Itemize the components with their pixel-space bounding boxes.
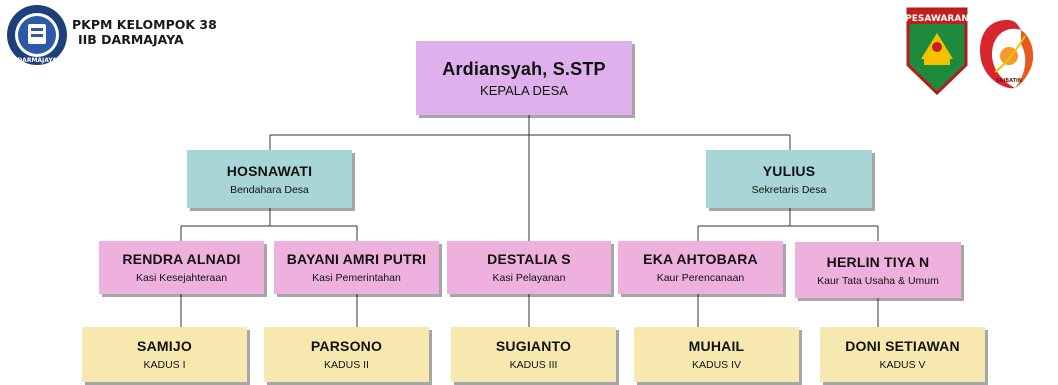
head-role: KEPALA DESA [480, 82, 568, 98]
dusun-name: DONI SETIAWAN [845, 338, 960, 354]
university-logo-text: DARMAJAYA [17, 57, 57, 64]
section-name: EKA AHTOBARA [643, 251, 758, 267]
head-box: Ardiansyah, S.STP KEPALA DESA [416, 41, 632, 115]
dusun-role: KADUS IV [691, 359, 741, 371]
head-name: Ardiansyah, S.STP [442, 58, 606, 79]
team-label: PKPM KELOMPOK 38 IIB DARMAJAYA [72, 17, 217, 47]
dusun-name: SAMIJO [137, 338, 192, 354]
section-role: Kaur Perencanaan [656, 272, 745, 284]
section-name: RENDRA ALNADI [122, 251, 241, 267]
connector-lines [180, 115, 879, 327]
treasurer-box: HOSNAWATI Bendahara Desa [187, 150, 352, 208]
dusun-box: MUHAIL KADUS IV [634, 327, 799, 382]
dusun-role: KADUS I [143, 359, 186, 371]
dusun-role: KADUS III [509, 359, 558, 371]
section-role: Kaur Tata Usaha & Umum [817, 274, 939, 287]
secretary-box: YULIUS Sekretaris Desa [706, 150, 872, 208]
section-box: EKA AHTOBARA Kaur Perencanaan [618, 241, 783, 294]
dusun-name: SUGIANTO [495, 338, 572, 354]
secretary-role: Sekretaris Desa [751, 183, 827, 196]
section-role: Kasi Kesejahteraan [135, 272, 228, 284]
team-line-1: PKPM KELOMPOK 38 [72, 17, 217, 32]
team-line-2: IIB DARMAJAYA [78, 32, 184, 47]
dusun-box: SAMIJO KADUS I [82, 327, 247, 382]
treasurer-role: Bendahara Desa [230, 183, 309, 196]
section-box: DESTALIA S Kasi Pelayanan [447, 241, 611, 294]
treasurer-name: HOSNAWATI [226, 162, 313, 179]
dusun-role: KADUS V [879, 359, 926, 371]
dusun-name: MUHAIL [688, 338, 745, 354]
dusun-name: PARSONO [310, 338, 383, 354]
dusun-role: KADUS II [324, 359, 369, 371]
section-role: Kasi Pelayanan [492, 272, 566, 284]
saibatin-logo-text: SAIBATIN [996, 78, 1022, 84]
section-box: RENDRA ALNADI Kasi Kesejahteraan [99, 241, 264, 294]
section-name: DESTALIA S [487, 251, 571, 267]
saibatin-logo: SAIBATIN [980, 20, 1034, 89]
pesawaran-logo-text: PESAWARAN [906, 14, 968, 24]
section-name: HERLIN TIYA N [826, 253, 930, 270]
section-box: HERLIN TIYA N Kaur Tata Usaha & Umum [795, 242, 961, 298]
pesawaran-logo: PESAWARAN [906, 7, 968, 95]
section-name: BAYANI AMRI PUTRI [286, 251, 427, 267]
university-logo: DARMAJAYA [7, 5, 67, 65]
section-role: Kasi Pemerintahan [312, 272, 401, 284]
dusun-box: PARSONO KADUS II [264, 327, 429, 382]
dusun-box: SUGIANTO KADUS III [451, 327, 616, 382]
section-box: BAYANI AMRI PUTRI Kasi Pemerintahan [274, 241, 439, 294]
dusun-box: DONI SETIAWAN KADUS V [820, 327, 985, 382]
secretary-name: YULIUS [762, 162, 816, 179]
